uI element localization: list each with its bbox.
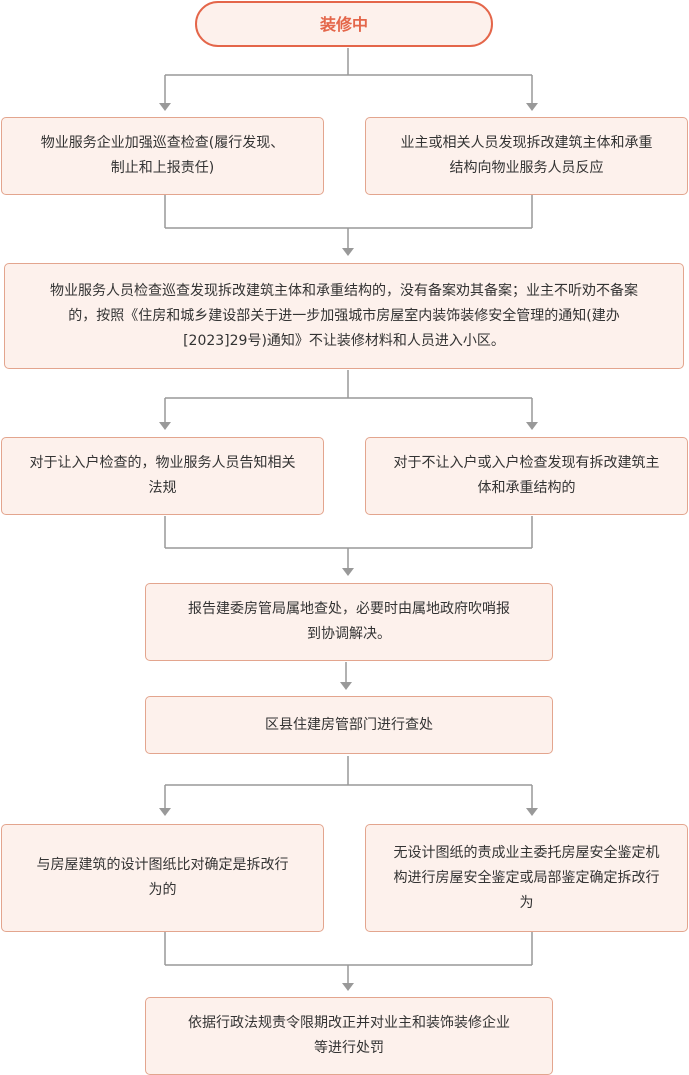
node-report-authority-text: 报告建委房管局属地查处，必要时由属地政府吹哨报到协调解决。 — [188, 601, 510, 642]
node-allow-entry-text: 对于让入户检查的，物业服务人员告知相关法规 — [29, 455, 296, 496]
arrow-head — [526, 422, 538, 430]
connector-split-2 — [164, 370, 533, 426]
node-district-handling: 区县住建房管部门进行查处 — [145, 696, 553, 754]
start-node-label: 装修中 — [319, 14, 368, 34]
node-penalty: 依据行政法规责令限期改正并对业主和装饰装修企业等进行处罚 — [145, 997, 553, 1075]
node-drawing-compare: 与房屋建筑的设计图纸比对确定是拆改行为的 — [1, 824, 324, 932]
node-patrol-inspection-text: 物业服务企业加强巡查检查(履行发现、制止和上报责任) — [40, 135, 285, 176]
arrow-head — [159, 422, 171, 430]
node-safety-appraisal-text: 无设计图纸的责成业主委托房屋安全鉴定机构进行房屋安全鉴定或局部鉴定确定拆改行为 — [393, 844, 660, 911]
arrow-head — [526, 808, 538, 816]
arrow-head — [159, 808, 171, 816]
connector-merge-3 — [164, 932, 533, 987]
arrow-head — [340, 682, 352, 690]
start-node: 装修中 — [195, 1, 493, 47]
node-deny-entry-text: 对于不让入户或入户检查发现有拆改建筑主体和承重结构的 — [393, 455, 660, 496]
connector-merge-2 — [164, 516, 533, 572]
arrow-head — [342, 568, 354, 576]
node-drawing-compare-text: 与房屋建筑的设计图纸比对确定是拆改行为的 — [36, 857, 289, 898]
node-deny-entry: 对于不让入户或入户检查发现有拆改建筑主体和承重结构的 — [365, 437, 688, 515]
arrow-head — [159, 103, 171, 111]
node-owner-report-text: 业主或相关人员发现拆改建筑主体和承重结构向物业服务人员反应 — [400, 135, 653, 176]
arrow-head — [526, 103, 538, 111]
node-patrol-inspection: 物业服务企业加强巡查检查(履行发现、制止和上报责任) — [1, 117, 324, 195]
node-safety-appraisal: 无设计图纸的责成业主委托房屋安全鉴定机构进行房屋安全鉴定或局部鉴定确定拆改行为 — [365, 824, 688, 932]
node-allow-entry: 对于让入户检查的，物业服务人员告知相关法规 — [1, 437, 324, 515]
node-report-authority: 报告建委房管局属地查处，必要时由属地政府吹哨报到协调解决。 — [145, 583, 553, 661]
node-penalty-text: 依据行政法规责令限期改正并对业主和装饰装修企业等进行处罚 — [188, 1015, 510, 1056]
connector-split-3 — [164, 756, 533, 812]
arrow-head — [342, 983, 354, 991]
node-property-check: 物业服务人员检查巡查发现拆改建筑主体和承重结构的，没有备案劝其备案；业主不听劝不… — [4, 263, 684, 369]
connector-start-split — [164, 48, 533, 107]
node-owner-report: 业主或相关人员发现拆改建筑主体和承重结构向物业服务人员反应 — [365, 117, 688, 195]
node-property-check-text: 物业服务人员检查巡查发现拆改建筑主体和承重结构的，没有备案劝其备案；业主不听劝不… — [50, 282, 638, 349]
node-district-handling-text: 区县住建房管部门进行查处 — [265, 716, 433, 733]
arrow-head — [342, 248, 354, 256]
connector-merge-1 — [164, 195, 533, 252]
